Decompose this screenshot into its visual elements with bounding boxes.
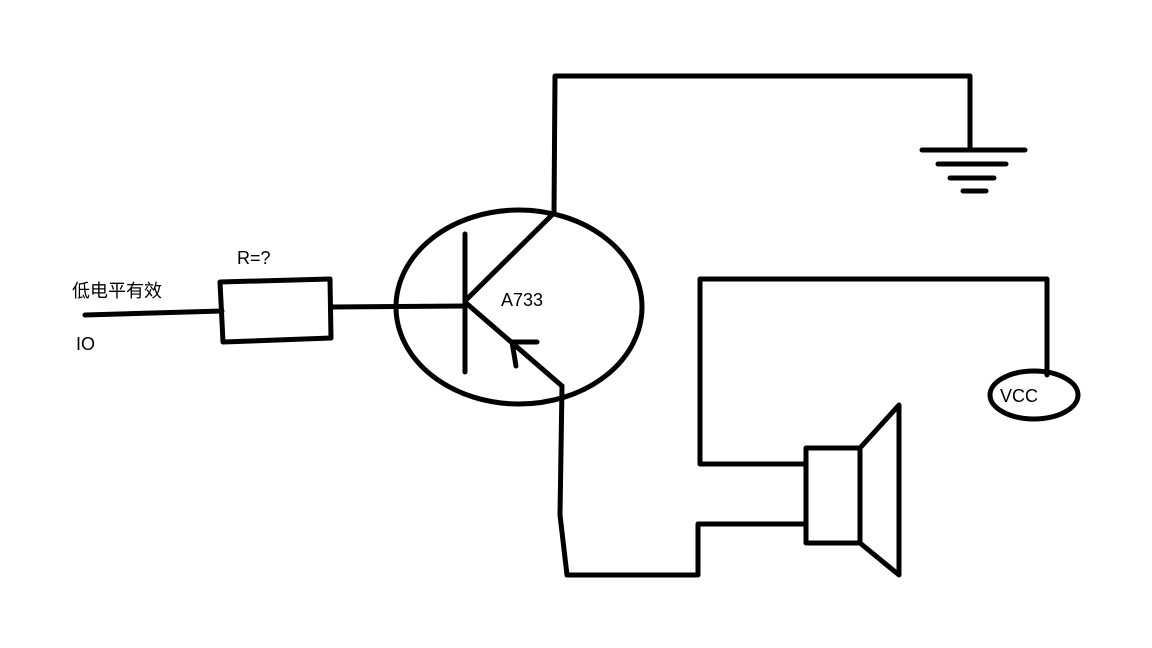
ground-icon (919, 147, 1028, 194)
io-input-wire (82, 308, 225, 318)
speaker-icon (803, 402, 902, 578)
transistor-label: A733 (501, 290, 543, 310)
emitter-arrow-icon (509, 339, 540, 369)
transistor-circle (393, 207, 645, 407)
emitter-speaker-wire (557, 383, 809, 578)
io-pin-label: IO (76, 334, 95, 354)
transistor-collector-lead (463, 210, 557, 303)
vcc-label: VCC (1000, 386, 1038, 406)
vcc-speaker-wire (697, 276, 1050, 467)
resistor-body (217, 276, 334, 345)
resistor-label: R=? (237, 248, 271, 268)
vcc-node (987, 368, 1081, 422)
ground-wire (551, 73, 973, 216)
io-level-label: 低电平有效 (72, 281, 162, 301)
